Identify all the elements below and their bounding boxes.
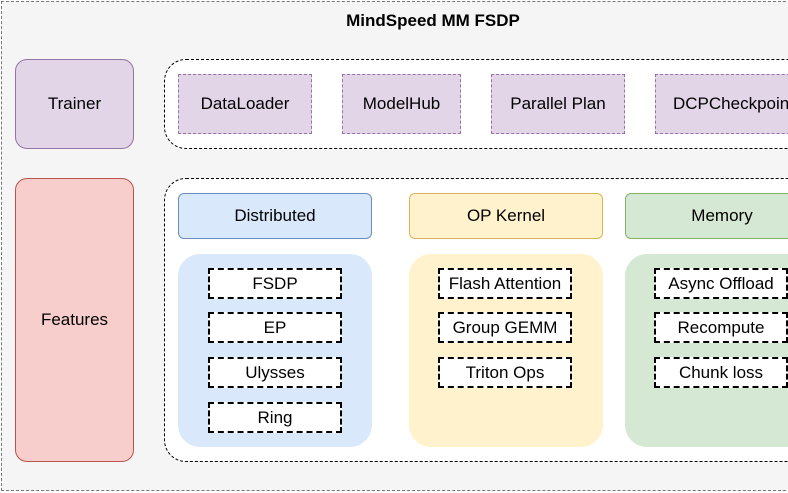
feature-item-ulysses: Ulysses — [208, 357, 342, 388]
module-modelhub: ModelHub — [342, 74, 461, 134]
category-distributed-header: Distributed — [178, 193, 372, 239]
feature-item-group-gemm: Group GEMM — [438, 312, 572, 343]
feature-item-ep: EP — [208, 312, 342, 343]
feature-item-async-offload: Async Offload — [654, 268, 788, 299]
category-op-kernel-header: OP Kernel — [409, 193, 603, 239]
feature-item-triton-ops: Triton Ops — [438, 357, 572, 388]
category-memory-header: Memory — [625, 193, 788, 239]
diagram-title: MindSpeed MM FSDP — [346, 11, 520, 30]
module-dataloader: DataLoader — [178, 74, 312, 134]
feature-item-chunk-loss: Chunk loss — [654, 357, 788, 388]
trainer-box: Trainer — [15, 59, 134, 149]
feature-item-ring: Ring — [208, 402, 342, 433]
features-box: Features — [15, 178, 134, 462]
module-parallel-plan: Parallel Plan — [491, 74, 625, 134]
feature-item-recompute: Recompute — [654, 312, 788, 343]
module-dcpcheckpoint: DCPCheckpoint — [655, 74, 788, 134]
feature-item-fsdp: FSDP — [208, 268, 342, 299]
feature-item-flash-attention: Flash Attention — [438, 268, 572, 299]
